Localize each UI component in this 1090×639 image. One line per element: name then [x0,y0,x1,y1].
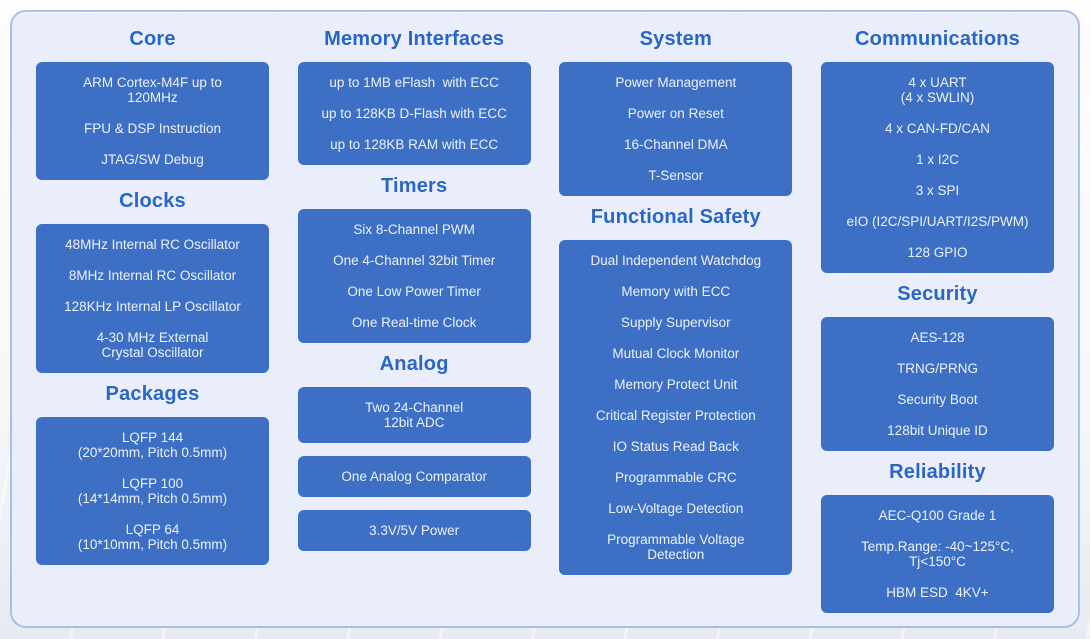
feature-item: Dual Independent Watchdog [590,253,762,268]
feature-box-analog-3: 3.3V/5V Power [297,510,531,551]
feature-item: ARM Cortex-M4F up to 120MHz [83,75,222,105]
feature-item: One 4-Channel 32bit Timer [333,253,496,268]
feature-item: Memory Protect Unit [614,377,738,392]
feature-item: 4 x CAN-FD/CAN [884,121,990,136]
feature-item: Memory with ECC [621,284,731,299]
section-title-functional-safety: Functional Safety [590,206,761,228]
feature-item: Critical Register Protection [595,408,756,423]
feature-item: AES-128 [910,330,965,345]
feature-item: 3 x SPI [915,183,960,198]
section-title-clocks: Clocks [119,190,186,212]
feature-item: 128 GPIO [907,245,968,260]
section-title-reliability: Reliability [889,461,986,483]
feature-item: LQFP 144 (20*20mm, Pitch 0.5mm) [77,430,228,460]
feature-item: LQFP 64 (10*10mm, Pitch 0.5mm) [77,522,228,552]
feature-item: One Low Power Timer [347,284,481,299]
feature-item: up to 128KB RAM with ECC [330,137,499,152]
feature-item: eIO (I2C/SPI/UART/I2S/PWM) [846,214,1029,229]
feature-item: TRNG/PRNG [896,361,978,376]
feature-item: LQFP 100 (14*14mm, Pitch 0.5mm) [77,476,228,506]
feature-item: 3.3V/5V Power [369,523,460,538]
section-title-timers: Timers [380,175,448,197]
feature-box-analog-2: One Analog Comparator [297,456,531,497]
feature-item: AEC-Q100 Grade 1 [878,508,997,523]
feature-box-packages-1: LQFP 144 (20*20mm, Pitch 0.5mm) LQFP 100 … [36,417,269,565]
feature-item: 8MHz Internal RC Oscillator [68,268,237,283]
feature-item: One Analog Comparator [341,469,487,484]
feature-box-reliability-1: AEC-Q100 Grade 1 Temp.Range: -40~125°C, T… [820,495,1054,613]
section-title-memory-interfaces: Memory Interfaces [324,28,505,50]
section-title-communications: Communications [854,28,1020,50]
section-title-core: Core [129,28,176,50]
feature-item: 4-30 MHz External Crystal Oscillator [96,330,209,360]
feature-item: Programmable CRC [615,470,737,485]
feature-item: Temp.Range: -40~125°C, Tj<150°C [861,539,1014,569]
feature-item: Programmable Voltage Detection [607,532,745,562]
feature-box-timers-1: Six 8-Channel PWM One 4-Channel 32bit Tim… [297,209,531,343]
feature-box-memory-interfaces-1: up to 1MB eFlash with ECC up to 128KB D-F… [297,62,531,165]
feature-item: 48MHz Internal RC Oscillator [65,237,240,252]
feature-item: Supply Supervisor [621,315,731,330]
feature-item: T-Sensor [648,168,704,183]
feature-item: Mutual Clock Monitor [612,346,740,361]
feature-item: JTAG/SW Debug [101,152,204,167]
feature-item: Six 8-Channel PWM [353,222,475,237]
section-title-packages: Packages [105,383,200,405]
feature-box-analog-1: Two 24-Channel 12bit ADC [297,387,531,443]
feature-item: HBM ESD 4KV+ [886,585,989,600]
feature-item: 128bit Unique ID [887,423,988,438]
column-4: Communications 4 x UART (4 x SWLIN) 4 x CA… [820,22,1054,616]
feature-item: up to 1MB eFlash with ECC [329,75,499,90]
feature-item: Power Management [615,75,737,90]
feature-item: up to 128KB D-Flash with ECC [321,106,507,121]
feature-box-clocks-1: 48MHz Internal RC Oscillator 8MHz Interna… [36,224,269,373]
section-title-system: System [639,28,712,50]
feature-item: FPU & DSP Instruction [83,121,222,136]
feature-item: Two 24-Channel 12bit ADC [365,400,464,430]
feature-item: 1 x I2C [916,152,959,167]
section-title-analog: Analog [379,353,449,375]
feature-item: 128KHz Internal LP Oscillator [64,299,241,314]
feature-item: One Real-time Clock [351,315,477,330]
feature-box-communications-1: 4 x UART (4 x SWLIN) 4 x CAN-FD/CAN 1 x I2… [820,62,1054,273]
feature-item: Low-Voltage Detection [608,501,744,516]
feature-item: Power on Reset [627,106,724,121]
feature-item: 4 x UART (4 x SWLIN) [900,75,975,105]
column-2: Memory Interfaces up to 1MB eFlash with E… [297,22,531,616]
feature-item: 16-Channel DMA [624,137,728,152]
feature-item: IO Status Read Back [612,439,739,454]
section-title-security: Security [897,283,978,305]
feature-item: Security Boot [897,392,978,407]
